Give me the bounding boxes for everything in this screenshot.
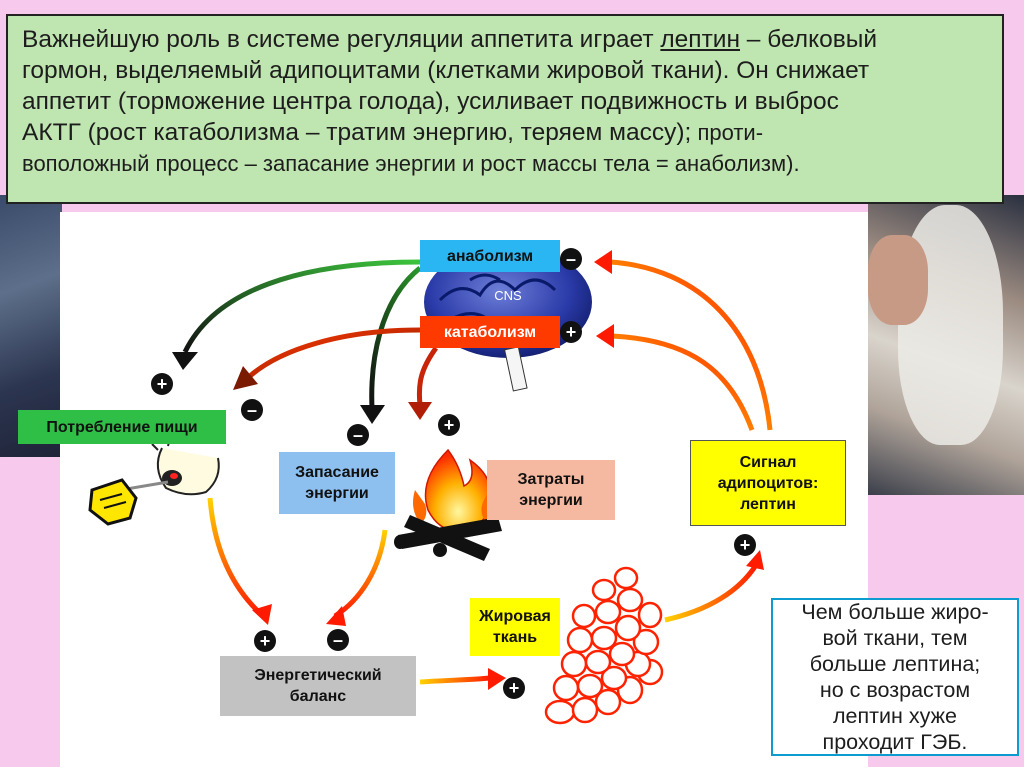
campfire-icon xyxy=(394,448,502,561)
arrow-fat-to-signal xyxy=(664,550,764,623)
sign-storage-minus: – xyxy=(347,424,369,446)
svg-text:+: + xyxy=(740,535,751,555)
arrow-food-to-balance xyxy=(207,497,272,625)
arrow-signal-to-anab xyxy=(594,250,773,431)
sign-food-minus: – xyxy=(241,399,263,421)
intro-text-block: Важнейшую роль в системе регуляции аппет… xyxy=(6,14,1004,204)
sign-balance-minus: – xyxy=(327,629,349,651)
sign-food-plus: + xyxy=(151,373,173,395)
intro-line-5: воположный процесс – запасание энергии и… xyxy=(22,151,800,176)
eating-person-icon xyxy=(88,437,220,526)
intro-line-2: гормон, выделяемый адипоцитами (клетками… xyxy=(22,57,870,84)
food-intake-box: Потребление пищи xyxy=(18,410,226,444)
fat-cells-icon xyxy=(544,566,664,725)
intro-line-4: АКТГ (рост катаболизма – тратим энергию,… xyxy=(22,119,764,146)
arrow-anab-to-food xyxy=(172,259,421,370)
svg-text:+: + xyxy=(260,631,271,651)
svg-text:–: – xyxy=(353,425,363,445)
arrow-katab-to-spend xyxy=(408,346,439,420)
sign-anab-minus: – xyxy=(560,248,582,270)
cns-label: CNS xyxy=(494,288,522,303)
sign-balance-plus: + xyxy=(254,630,276,652)
sign-katab-plus: + xyxy=(560,321,582,343)
intro-line-3: аппетит (торможение центра голода), усил… xyxy=(22,88,839,115)
arrow-katab-to-food xyxy=(233,327,421,390)
anabolism-box: анаболизм xyxy=(420,240,560,272)
svg-text:+: + xyxy=(157,374,168,394)
leptin-term: лептин xyxy=(660,26,740,53)
arrow-anab-to-storage xyxy=(360,266,422,424)
svg-text:+: + xyxy=(566,322,577,342)
svg-text:+: + xyxy=(444,415,455,435)
svg-text:–: – xyxy=(247,400,257,420)
top-strip xyxy=(0,0,1024,12)
arrow-balance-to-fat xyxy=(419,668,506,690)
sign-spend-plus: + xyxy=(438,414,460,436)
leptin-note-box: Чем больше жиро- вой ткани, тем больше л… xyxy=(771,598,1019,756)
intro-line-1: Важнейшую роль в системе регуляции аппет… xyxy=(22,26,878,53)
background-photo-right xyxy=(868,195,1024,495)
arrow-storage-to-balance xyxy=(326,529,388,626)
svg-text:–: – xyxy=(333,630,343,650)
hand-image xyxy=(868,235,928,325)
arrow-signal-to-katab xyxy=(596,324,755,431)
svg-text:–: – xyxy=(566,249,576,269)
svg-text:+: + xyxy=(509,678,520,698)
catabolism-box: катаболизм xyxy=(420,316,560,348)
sign-signal-plus: + xyxy=(734,534,756,556)
sign-fat-plus: + xyxy=(503,677,525,699)
